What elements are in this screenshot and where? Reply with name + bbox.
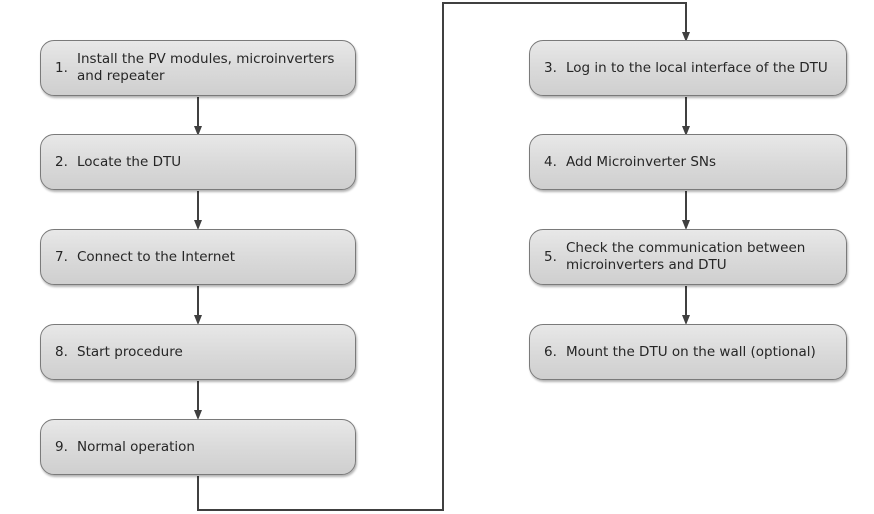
step-start-box: 8. Start procedure (40, 324, 356, 380)
step-check-comm-box: 5. Check the communication between micro… (529, 229, 847, 285)
step-label: Check the communication between microinv… (566, 240, 806, 273)
step-number: 9. (55, 438, 68, 455)
step-normal-box: 9. Normal operation (40, 419, 356, 475)
step-number: 6. (544, 343, 557, 360)
step-number: 1. (55, 59, 68, 76)
step-number: 7. (55, 248, 68, 265)
step-label: Add Microinverter SNs (566, 153, 717, 170)
step-label: Install the PV modules, microinverters a… (77, 51, 335, 84)
step-label: Normal operation (77, 438, 195, 455)
step-label: Log in to the local interface of the DTU (566, 59, 828, 76)
step-number: 4. (544, 153, 557, 170)
step-label: Mount the DTU on the wall (optional) (566, 343, 816, 360)
step-install-box: 1. Install the PV modules, microinverter… (40, 40, 356, 96)
step-number: 3. (544, 59, 557, 76)
route-9-to-3 (197, 2, 690, 511)
step-login-box: 3. Log in to the local interface of the … (529, 40, 847, 96)
step-number: 8. (55, 343, 68, 360)
step-number: 5. (544, 248, 557, 265)
step-add-sn-box: 4. Add Microinverter SNs (529, 134, 847, 190)
step-number: 2. (55, 153, 68, 170)
step-mount-box: 6. Mount the DTU on the wall (optional) (529, 324, 847, 380)
step-label: Connect to the Internet (77, 248, 236, 265)
step-locate-box: 2. Locate the DTU (40, 134, 356, 190)
step-label: Locate the DTU (77, 153, 182, 170)
step-internet-box: 7. Connect to the Internet (40, 229, 356, 285)
step-label: Start procedure (77, 343, 183, 360)
